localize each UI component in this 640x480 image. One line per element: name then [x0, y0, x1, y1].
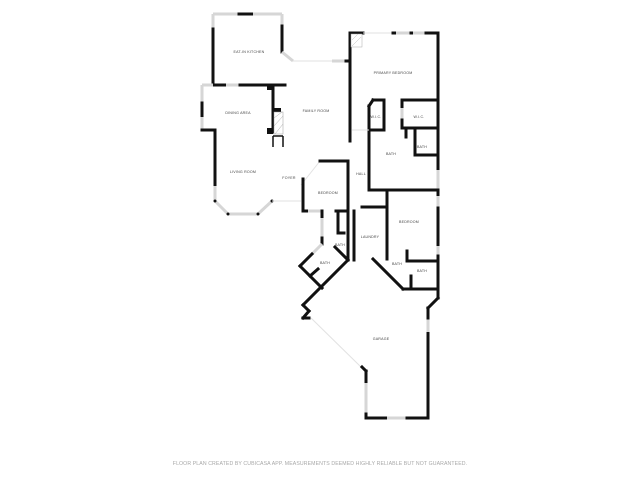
family-hall-walls [348, 31, 365, 143]
room-label-foyer: FOYER [282, 176, 296, 180]
room-label-bath-small: BATH [416, 145, 428, 149]
laundry-bedroom3-walls [352, 188, 440, 292]
dining-living-walls [200, 83, 301, 216]
footer-disclaimer: FLOOR PLAN CREATED BY CUBICASA APP. MEAS… [172, 461, 468, 467]
room-label-laundry: LAUNDRY [360, 235, 380, 239]
room-label-bath-corner: BATH [319, 261, 331, 265]
room-label-bath-bed3b: BATH [416, 269, 428, 273]
room-label-hall: HALL [356, 172, 366, 176]
room-label-wic-2: W.I.C. [413, 115, 425, 119]
room-label-garage: GARAGE [372, 337, 390, 341]
room-label-primary-bath: BATH [385, 152, 397, 156]
room-label-wic-1: W.I.C. [370, 115, 382, 119]
bedroom-2-walls [300, 159, 350, 262]
room-label-primary-bedroom: PRIMARY BEDROOM [373, 71, 413, 75]
room-label-dining-area: DINING AREA [225, 111, 251, 115]
room-label-bath-bed3a: BATH [391, 262, 403, 266]
garage-walls [300, 288, 441, 420]
primary-bedroom-walls [352, 31, 440, 198]
kitchen-walls [211, 12, 352, 90]
room-label-eat-in-kitchen: EAT-IN KITCHEN [233, 50, 265, 54]
corner-bath-walls [297, 242, 351, 314]
room-label-living-room: LIVING ROOM [229, 170, 257, 174]
room-label-bedroom-2: BEDROOM [318, 191, 338, 195]
room-label-family-room: FAMILY ROOM [302, 109, 330, 113]
room-label-bath-hall: BATH [334, 243, 346, 247]
room-label-bedroom-3: BEDROOM [399, 220, 419, 224]
